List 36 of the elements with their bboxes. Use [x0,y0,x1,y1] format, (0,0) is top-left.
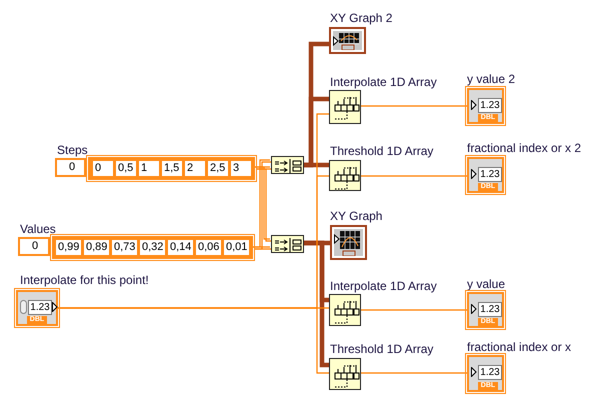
node-label: Values [20,222,56,236]
index-display: 0 [18,237,50,256]
node-label: y value [467,277,506,291]
node-label: Steps [57,143,88,157]
node-label: Threshold 1D Array [330,144,434,158]
index-display: 0 [55,158,86,177]
node-label: XY Graph [330,209,382,223]
node-label: fractional index or x [467,340,572,354]
wire [361,372,467,374]
wire [304,162,329,168]
array-element: 1,5 [162,161,182,176]
array-element: 2 [185,161,205,176]
wire [304,240,329,368]
wire [361,309,467,311]
node-label: Interpolate 1D Array [330,75,437,89]
array-element: 0,89 [84,240,109,255]
array-element: 3 [231,161,251,176]
array-element: 2,5 [208,161,228,176]
node-label: Interpolate for this point! [20,273,149,287]
array-element: 1 [139,161,159,176]
node-label: fractional index or x 2 [467,141,582,155]
array-element: 0,01 [224,240,249,255]
array-element: 0 [93,161,113,176]
wire [361,175,467,177]
wire [58,307,329,374]
wire [361,105,467,107]
node-label: Interpolate 1D Array [330,279,437,293]
node-label: XY Graph 2 [330,11,392,25]
array-element: 0,73 [112,240,137,255]
node-label: Threshold 1D Array [330,342,434,356]
node-label: y value 2 [467,72,516,86]
array-element: 0,99 [56,240,81,255]
array-element: 0,5 [116,161,136,176]
array-element: 0,14 [168,240,193,255]
array-element: 0,06 [196,240,221,255]
array-element: 0,32 [140,240,165,255]
